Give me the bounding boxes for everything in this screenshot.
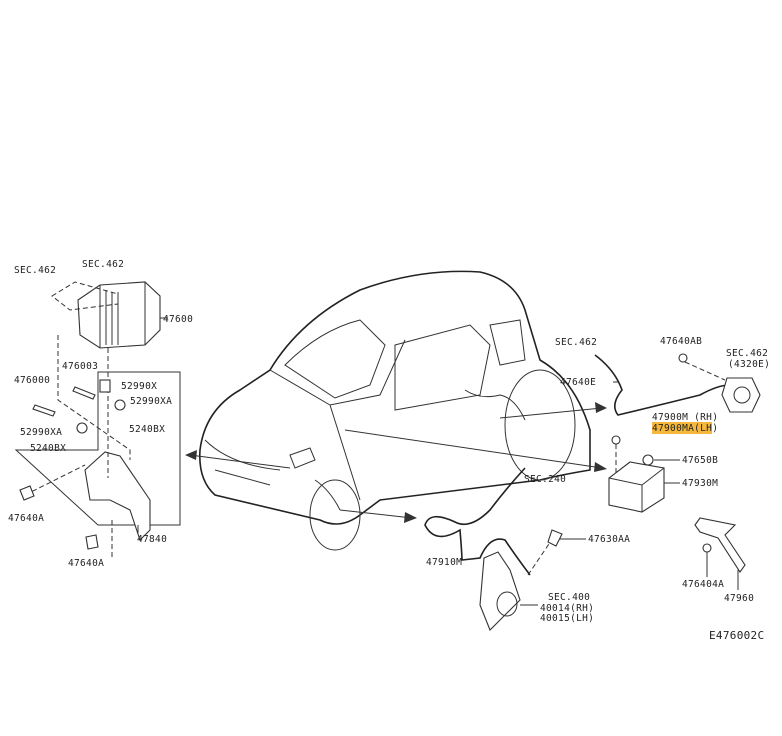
label-476404a[interactable]: 476404A	[682, 579, 724, 590]
abs-actuator-unit	[51, 281, 168, 349]
label-47910m[interactable]: 47910M	[426, 557, 462, 568]
highlighted-part-marker	[652, 422, 712, 434]
label-47600[interactable]: 47600	[163, 314, 193, 325]
label-47650b[interactable]: 47650B	[682, 455, 718, 466]
grommet-icon	[99, 379, 111, 393]
label-5240bx[interactable]: 5240BX	[129, 424, 165, 435]
nut-icon	[611, 435, 621, 445]
label-40015[interactable]: 40015(LH)	[540, 613, 594, 624]
label-47900m[interactable]: 47900M (RH)	[652, 412, 718, 423]
label-476000[interactable]: 476000	[14, 375, 50, 386]
label-sec462[interactable]: SEC.462	[82, 259, 124, 270]
label-52990xa[interactable]: 52990XA	[20, 427, 62, 438]
abs-control-module	[608, 435, 680, 513]
label-47640ab[interactable]: 47640AB	[660, 336, 702, 347]
label-sec400[interactable]: SEC.400	[548, 592, 590, 603]
label-47630aa[interactable]: 47630AA	[588, 534, 630, 545]
label-47840[interactable]: 47840	[137, 534, 167, 545]
label-47640a[interactable]: 47640A	[8, 513, 44, 524]
label-47640e[interactable]: 47640E	[560, 377, 596, 388]
label-4320e[interactable]: (4320E)	[728, 359, 770, 370]
bolt-icon	[702, 543, 712, 553]
bolt-icon	[19, 485, 35, 501]
front-wheel-sensor	[424, 467, 586, 631]
label-476003[interactable]: 476003	[62, 361, 98, 372]
figure-code: E476002C	[709, 629, 764, 642]
label-47900ma[interactable]: 47900MA(LH)	[652, 423, 718, 434]
callout-arrows	[185, 402, 607, 523]
nut-icon	[642, 454, 654, 466]
bolt-icon	[32, 404, 56, 417]
label-52990x[interactable]: 52990X	[121, 381, 157, 392]
grommet-icon	[76, 422, 88, 434]
wheel-hub-icon	[721, 377, 761, 413]
rear-wheel-sensor	[594, 353, 761, 416]
label-sec240[interactable]: SEC.240	[524, 474, 566, 485]
part-labels: SEC.462 SEC.462 47600 476003 476000 5299…	[8, 259, 770, 642]
label-47930m[interactable]: 47930M	[682, 478, 718, 489]
label-sec462[interactable]: SEC.462	[555, 337, 597, 348]
label-sec462[interactable]: SEC.462	[726, 348, 768, 359]
vehicle-outline	[198, 270, 591, 551]
bolt-icon	[72, 386, 96, 400]
label-5240bx[interactable]: 5240BX	[30, 443, 66, 454]
label-40014[interactable]: 40014(RH)	[540, 603, 594, 614]
grommet-icon	[114, 399, 126, 411]
bolt-icon	[547, 529, 563, 547]
label-47640a[interactable]: 47640A	[68, 558, 104, 569]
sensor-bracket	[694, 517, 746, 590]
bolt-icon	[85, 534, 99, 550]
label-sec462[interactable]: SEC.462	[14, 265, 56, 276]
bracket-assembly	[14, 335, 181, 560]
bolt-icon	[678, 353, 688, 363]
label-52990xa[interactable]: 52990XA	[130, 396, 172, 407]
steering-knuckle-icon	[479, 551, 521, 631]
label-47960[interactable]: 47960	[724, 593, 754, 604]
